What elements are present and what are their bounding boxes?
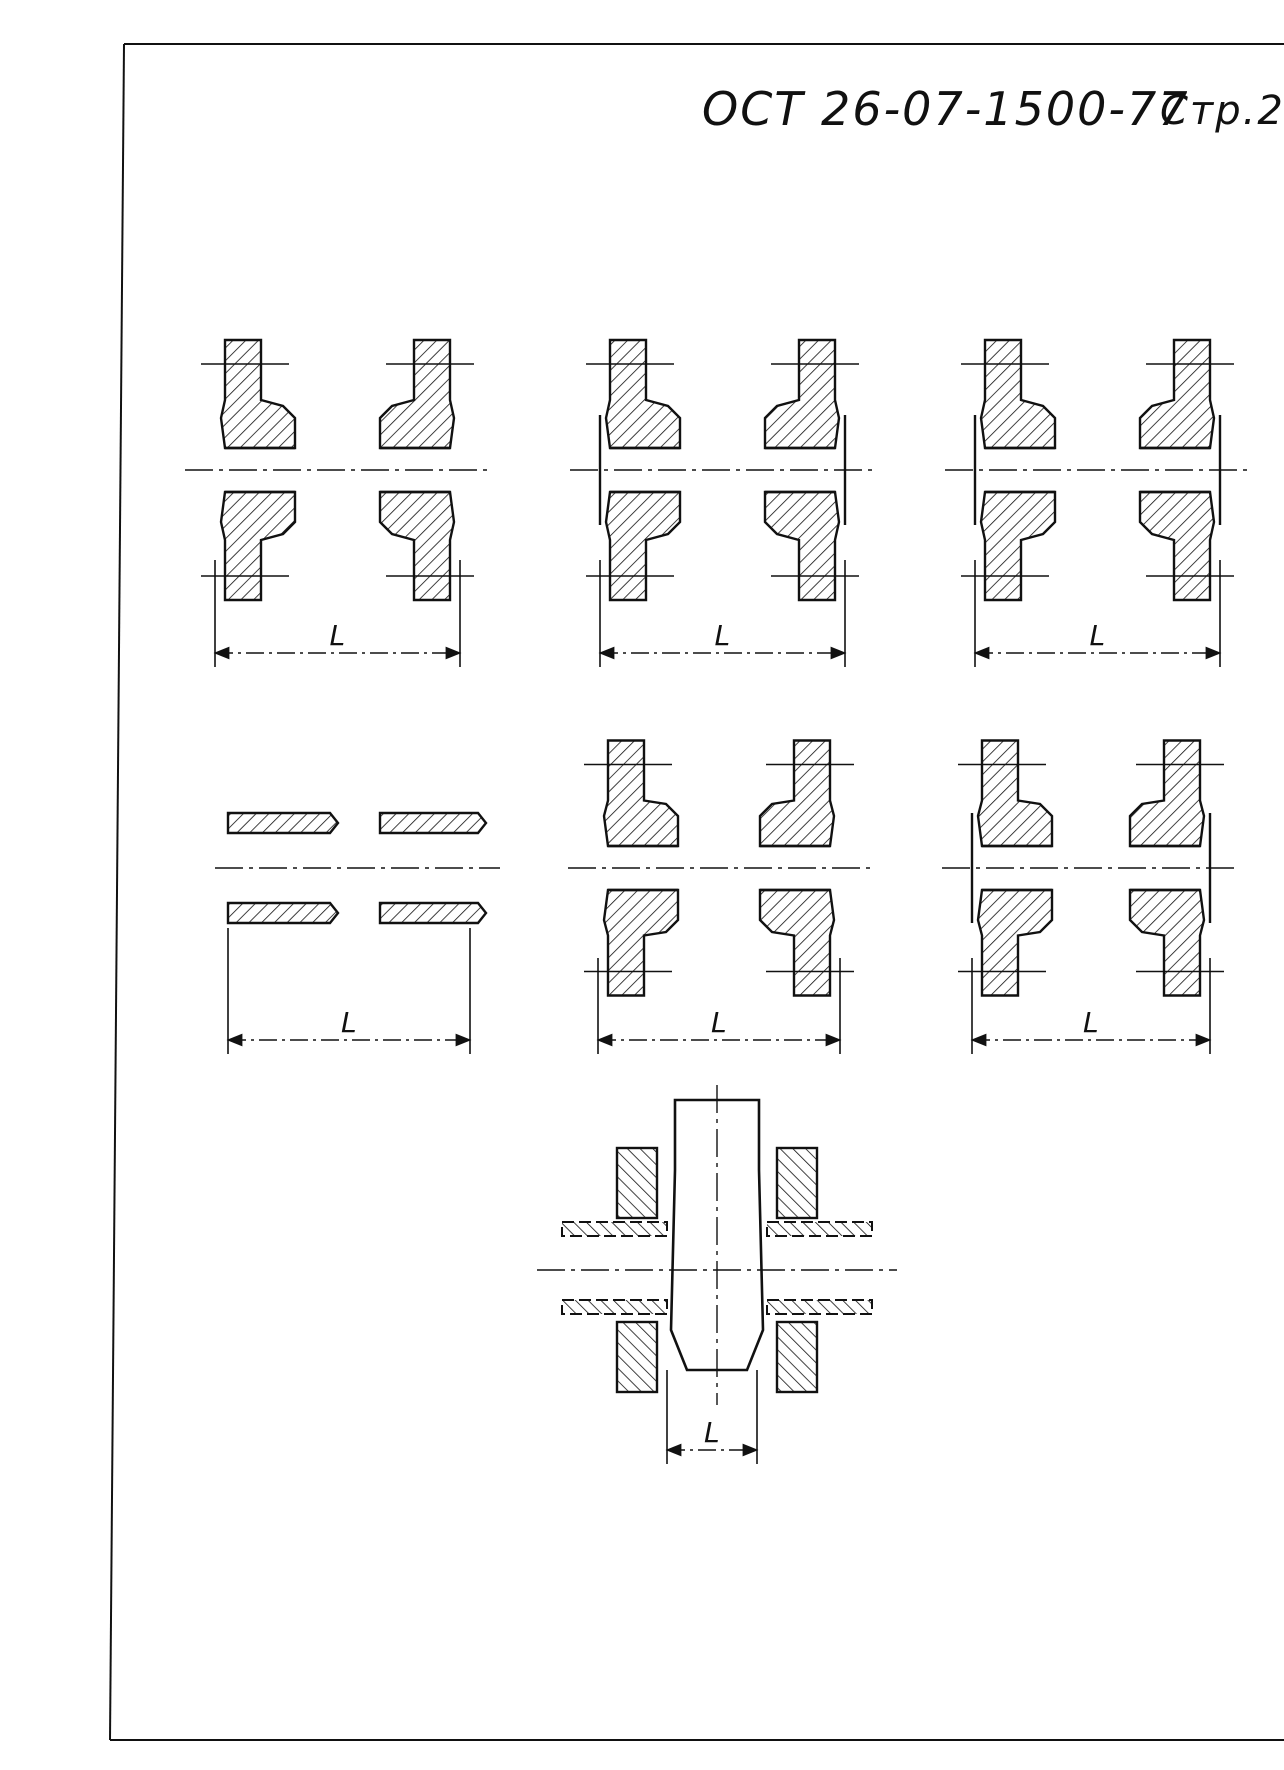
flange-upper-section — [219, 338, 297, 450]
variant-flange-tongue: L — [570, 338, 875, 667]
variant-flange-flat: L — [568, 739, 870, 1054]
flange-lower-section — [976, 888, 1054, 997]
flange-upper-section — [604, 338, 682, 450]
pipe-wall-lower — [766, 1299, 873, 1315]
pipe-wall-lower — [378, 901, 488, 925]
dimension-label: L — [704, 1416, 720, 1449]
flange-lower-section — [219, 490, 297, 602]
dimension-label: L — [711, 1006, 727, 1039]
document-code: ОСТ 26-07-1500-77 — [702, 82, 1190, 136]
dimension-label: L — [715, 619, 731, 652]
flange-upper-section — [1138, 338, 1216, 450]
dimension-label: L — [1090, 619, 1106, 652]
dimension-label: L — [330, 619, 346, 652]
dimension-label: L — [1083, 1006, 1099, 1039]
variant-flange-butt: L — [185, 338, 490, 667]
variant-flange-groove: L — [945, 338, 1250, 667]
flange-lower-section — [604, 490, 682, 602]
flange-lower-section — [979, 490, 1057, 602]
flange-upper-section — [1128, 739, 1206, 848]
flange-upper-section — [378, 338, 456, 450]
flange-upper-section — [763, 338, 841, 450]
flange-lower-section — [615, 1320, 659, 1394]
flange-lower-section — [758, 888, 836, 997]
flange-upper-section — [758, 739, 836, 848]
pipe-wall-lower — [226, 901, 340, 925]
flange-lower-section — [763, 490, 841, 602]
flange-upper-section — [976, 739, 1054, 848]
variant-flange-spigot: L — [942, 739, 1240, 1054]
variant-weld-ends: L — [215, 811, 500, 1054]
flange-upper-section — [615, 1146, 659, 1220]
flange-lower-section — [1128, 888, 1206, 997]
pipe-wall-upper — [226, 811, 340, 835]
pipe-wall-upper — [378, 811, 488, 835]
flange-lower-section — [775, 1320, 819, 1394]
pipe-wall-upper — [561, 1221, 668, 1237]
flange-lower-section — [1138, 490, 1216, 602]
flange-lower-section — [378, 490, 456, 602]
variant-wafer-between-flanges: L — [537, 1085, 897, 1464]
flange-upper-section — [602, 739, 680, 848]
pipe-wall-upper — [766, 1221, 873, 1237]
flange-lower-section — [602, 888, 680, 997]
flange-upper-section — [979, 338, 1057, 450]
page-number-label: Стр.2 — [1160, 88, 1284, 134]
pipe-wall-lower — [561, 1299, 668, 1315]
dimension-label: L — [341, 1006, 357, 1039]
flange-upper-section — [775, 1146, 819, 1220]
sheet-frame — [109, 43, 1284, 1741]
